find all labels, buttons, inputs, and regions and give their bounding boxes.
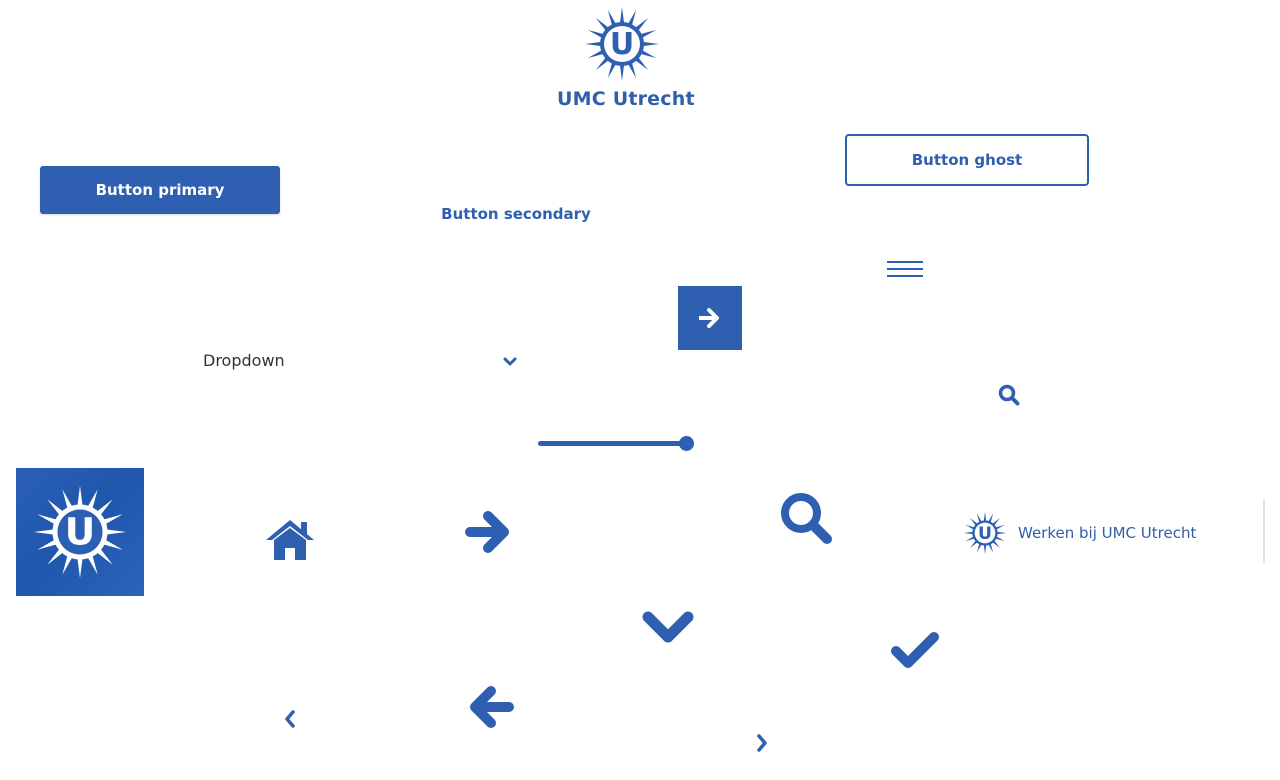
slider-track bbox=[538, 441, 687, 446]
sun-ray bbox=[47, 547, 65, 565]
arrow-right-icon bbox=[464, 507, 514, 561]
sun-ray bbox=[86, 489, 98, 511]
dropdown-label: Dropdown bbox=[203, 351, 285, 370]
sun-ray bbox=[619, 7, 625, 25]
logo-letter: U bbox=[65, 510, 95, 554]
ghost-button[interactable]: Button ghost bbox=[845, 134, 1089, 186]
range-slider[interactable] bbox=[538, 434, 694, 454]
arrow-left-icon bbox=[465, 682, 515, 736]
sun-ray bbox=[33, 529, 56, 535]
sun-ray bbox=[101, 538, 123, 550]
sun-ray bbox=[595, 17, 610, 32]
sun-ray bbox=[992, 540, 1001, 549]
sun-ray bbox=[639, 49, 657, 59]
menu-icon-bar bbox=[887, 275, 923, 277]
sun-ray bbox=[988, 513, 994, 523]
sun-ray bbox=[995, 536, 1005, 542]
sun-ray bbox=[639, 29, 657, 39]
sun-emblem-icon: U bbox=[585, 7, 659, 81]
sun-ray bbox=[77, 485, 83, 508]
divider bbox=[1263, 499, 1265, 563]
sun-ray bbox=[976, 543, 982, 553]
search-icon bbox=[998, 384, 1020, 406]
search-icon bbox=[779, 491, 833, 549]
sun-ray bbox=[607, 9, 617, 27]
sun-ray bbox=[86, 553, 98, 575]
sun-ray bbox=[47, 499, 65, 517]
sun-ray bbox=[62, 553, 74, 575]
menu-icon-bar bbox=[887, 261, 923, 263]
sun-ray bbox=[634, 17, 649, 32]
sun-ray bbox=[996, 531, 1007, 535]
umc-utrecht-logo: U UMC Utrecht bbox=[557, 4, 695, 120]
dropdown-select[interactable]: Dropdown bbox=[190, 344, 530, 380]
sun-ray bbox=[95, 499, 113, 517]
sun-ray bbox=[607, 61, 617, 79]
sun-emblem-icon: U bbox=[963, 511, 1007, 555]
chevron-down-icon bbox=[503, 357, 517, 366]
sun-ray bbox=[992, 517, 1001, 526]
sun-emblem-icon: U bbox=[33, 485, 127, 579]
logo-letter: U bbox=[978, 524, 992, 544]
sun-ray bbox=[963, 531, 974, 535]
menu-icon-bar bbox=[887, 268, 923, 270]
sun-ray bbox=[969, 540, 978, 549]
check-icon bbox=[890, 631, 940, 675]
sun-ray bbox=[641, 41, 659, 47]
primary-button[interactable]: Button primary bbox=[40, 166, 280, 214]
sun-ray bbox=[995, 524, 1005, 530]
sun-ray bbox=[37, 514, 59, 526]
sun-ray bbox=[37, 538, 59, 550]
sun-ray bbox=[587, 49, 605, 59]
logo-letter: U bbox=[610, 27, 634, 62]
chevron-down-icon bbox=[642, 611, 694, 651]
sun-ray bbox=[983, 511, 987, 522]
sun-ray bbox=[585, 41, 603, 47]
search-button[interactable] bbox=[998, 384, 1020, 406]
sun-ray bbox=[77, 556, 83, 579]
sun-ray bbox=[104, 529, 127, 535]
sun-ray bbox=[595, 56, 610, 71]
sun-ray bbox=[101, 514, 123, 526]
sun-ray bbox=[965, 536, 975, 542]
sun-ray bbox=[988, 543, 994, 553]
slider-thumb[interactable] bbox=[679, 436, 694, 451]
logo-tile: U bbox=[16, 468, 144, 596]
werken-bij-logo: U Werken bij UMC Utrecht bbox=[962, 510, 1202, 556]
sun-ray bbox=[619, 63, 625, 81]
sun-ray bbox=[627, 61, 637, 79]
home-icon bbox=[264, 518, 316, 566]
sun-ray bbox=[62, 489, 74, 511]
sun-ray bbox=[969, 517, 978, 526]
secondary-button[interactable]: Button secondary bbox=[396, 190, 636, 238]
sun-ray bbox=[965, 524, 975, 530]
sun-ray bbox=[95, 547, 113, 565]
sun-ray bbox=[983, 544, 987, 555]
menu-icon[interactable] bbox=[887, 261, 923, 281]
sun-ray bbox=[587, 29, 605, 39]
arrow-right-button[interactable] bbox=[678, 286, 742, 350]
sun-ray bbox=[627, 9, 637, 27]
logo-wordmark: UMC Utrecht bbox=[557, 88, 695, 110]
sun-ray bbox=[634, 56, 649, 71]
sun-ray bbox=[976, 513, 982, 523]
chevron-right-icon[interactable] bbox=[755, 733, 769, 757]
chevron-left-icon[interactable] bbox=[283, 709, 297, 733]
arrow-right-icon bbox=[699, 308, 719, 328]
werken-bij-text: Werken bij UMC Utrecht bbox=[1018, 524, 1197, 542]
